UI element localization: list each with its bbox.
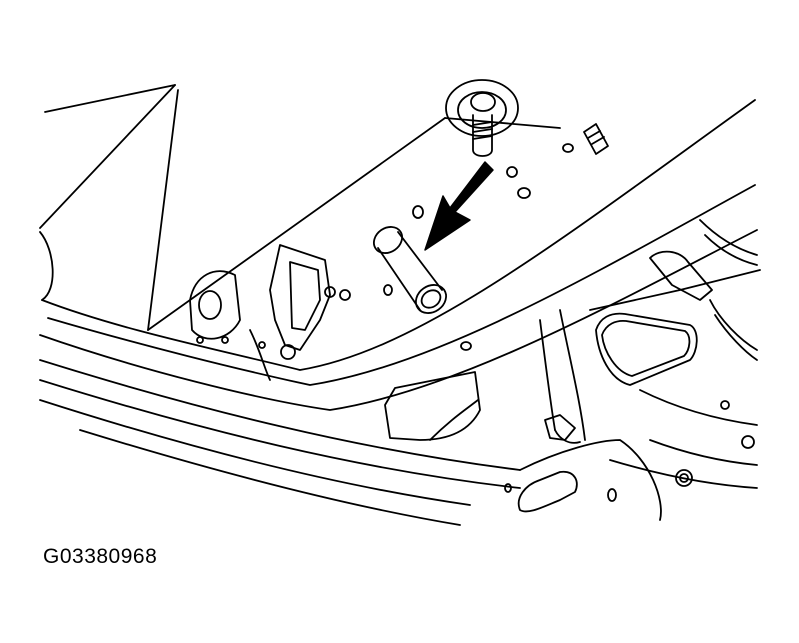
top-bolt-shank [472,114,493,157]
bolt-head-right [675,469,693,487]
hinge-bolt-3 [339,289,351,301]
upper-right-bracket [649,250,713,301]
sill-line-4 [79,429,461,526]
pillar-left-edge [539,319,556,431]
clip-bracket-2 [554,429,581,444]
top-bolt-washer-inner [457,91,507,129]
hole-right-1 [741,435,755,449]
top-bolt-head [470,92,496,112]
small-stud-thread-1 [587,130,601,139]
left-small-hole-2 [221,336,229,344]
top-bolt-washer [445,79,519,137]
small-stud-hole [562,143,574,153]
right-lower-rail-2 [649,439,758,466]
hole-right-2 [720,400,730,410]
spacer-body [377,231,443,311]
panel-hole-3 [412,205,424,219]
left-oval-hole [198,290,222,320]
bolt-head-right-inner [679,473,689,483]
bottom-hole-2 [504,483,512,493]
hinge-bolt-1 [280,344,296,360]
panel-hole-1 [506,166,518,178]
panel-outer-edge [44,84,176,113]
inner-bracket-curve [429,399,479,441]
hinge-bracket-inner [289,261,321,331]
rail-top-edge [41,99,756,371]
rail-inner-edge [47,184,756,386]
left-small-hole [258,341,266,349]
arrow-pointing-down-left-icon [424,161,494,251]
hinge-bracket [269,244,331,351]
figure-code: G03380968 [43,545,158,568]
spacer-bottom [415,284,447,314]
panel-hole-2 [517,187,531,199]
pillar-lower [519,439,662,521]
panel-left-diagonal [39,84,176,229]
pillar-right-edge [559,309,586,441]
panel-hole-6 [196,336,204,344]
inner-bracket [384,371,481,441]
spacer-bottom-inner [420,289,442,309]
spacer-top [373,226,403,254]
small-stud [583,123,609,155]
rail-lower-edge [39,229,758,411]
right-lower-rail-3 [609,459,758,489]
roof-panel-upper-edge [147,89,179,331]
hinge-lower-curve [249,329,271,381]
right-panel-outline [589,269,761,311]
slot-cutout [517,470,578,513]
roof-panel-right-edge [444,117,561,129]
sill-line-3 [39,399,471,506]
top-bolt-thread-1 [472,121,493,126]
clip-bracket [544,414,576,441]
upper-right-wire-2 [704,234,758,266]
roof-panel-top [147,117,446,331]
panel-hole-4 [383,284,393,296]
hinge-bolt-2 [324,286,336,298]
panel-hole-5 [460,341,472,351]
right-panel-cutout-inner [601,319,691,377]
sill-line-1 [39,359,521,471]
right-lower-rail-1 [639,389,758,426]
top-bolt-thread-2 [472,128,493,133]
top-bolt-thread-3 [472,135,493,140]
sill-line-2 [39,379,521,489]
right-panel-cutout [595,312,698,386]
small-stud-thread-2 [591,136,605,145]
upper-right-wire [699,219,758,256]
panel-left-curve [39,231,54,301]
bottom-hole-1 [607,488,617,502]
right-harness [709,299,758,351]
right-harness-2 [714,314,758,361]
